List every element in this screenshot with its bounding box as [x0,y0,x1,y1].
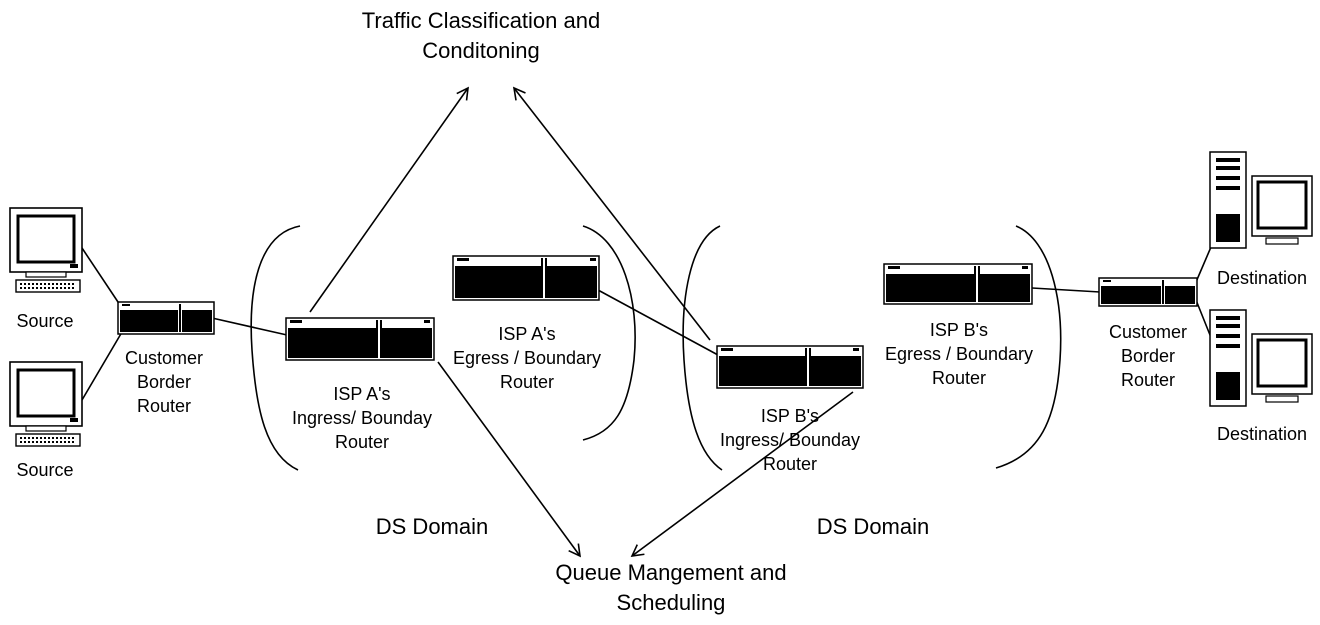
bracket-left-open [250,225,301,471]
arrow-ispb-ingress-to-classification [512,86,711,341]
label-ispa-ingress: ISP A's Ingress/ Bounday Router [291,384,433,452]
ispb-egress-router [883,263,1033,305]
arrow-ispb-egress-to-queue [630,391,854,557]
bracket-right-close [995,225,1062,469]
customer-border-router-left [117,301,215,335]
ispb-ingress-router [716,345,864,389]
arrows [309,86,854,558]
source-computer-bottom [9,361,83,447]
label-ds-domain-right: DS Domain [816,514,930,539]
customer-border-router-right [1098,277,1198,307]
label-ispa-egress: ISP A's Egress / Boundary Router [452,324,602,392]
label-ds-domain-left: DS Domain [375,514,489,539]
label-customer-border-router-right: Customer Border Router [1108,322,1188,390]
link-source-bottom-router [81,331,123,401]
destination-workstation-top [1209,151,1313,249]
label-destination-top: Destination [1216,268,1308,288]
arrow-ingress-to-classification [309,86,469,313]
ds-domain-right-brackets [682,225,1062,471]
label-source-bottom: Source [16,460,74,480]
link-ispa-egress-ispb-ingress [597,289,719,356]
label-customer-border-router-left: Customer Border Router [124,348,204,416]
ispa-ingress-router [285,317,435,361]
label-destination-bottom: Destination [1216,424,1308,444]
destination-workstation-bottom [1209,309,1313,407]
bracket-left-close [582,225,636,441]
link-ispb-egress-customer-router [1031,287,1101,293]
label-ispb-ingress: ISP B's Ingress/ Bounday Router [719,406,861,474]
ispa-egress-router [452,255,600,301]
link-customer-router-ispa-ingress [211,317,288,336]
source-computer-top [9,207,83,293]
arrow-ingress-to-queue [437,361,581,558]
label-source-top: Source [16,311,74,331]
label-ispb-egress: ISP B's Egress / Boundary Router [884,320,1034,388]
label-queue-management: Queue Mangement and Scheduling [555,560,787,615]
bracket-right-open [682,225,723,471]
ds-domain-left-brackets [250,225,636,471]
label-traffic-classification: Traffic Classification and Conditoning [361,8,601,63]
link-source-top-router [81,247,123,309]
